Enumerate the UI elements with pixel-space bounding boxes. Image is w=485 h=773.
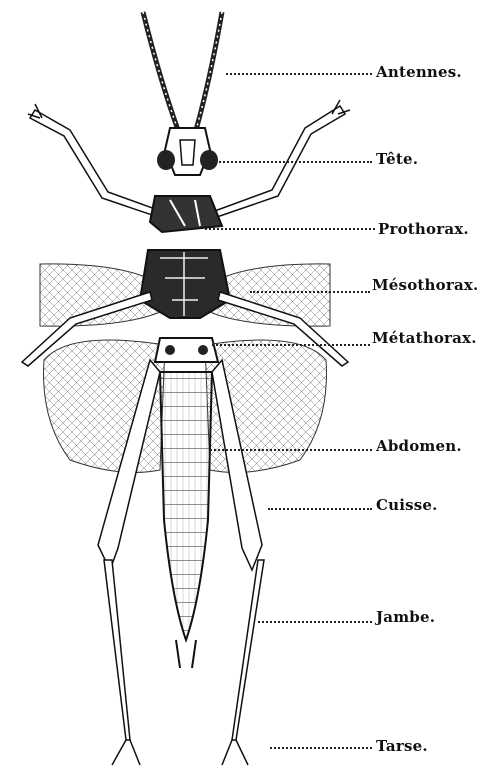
- label-metathorax: Métathorax.: [372, 329, 477, 347]
- leader-tete: [208, 161, 372, 163]
- label-mesothorax: Mésothorax.: [372, 276, 478, 294]
- label-prothorax: Prothorax.: [378, 220, 469, 238]
- head: [157, 128, 218, 175]
- leader-metathorax: [212, 344, 370, 346]
- metathorax: [155, 338, 218, 362]
- leader-cuisse: [268, 508, 372, 510]
- label-abdomen: Abdomen.: [376, 437, 462, 455]
- mesothorax: [140, 250, 230, 318]
- leader-antennes: [226, 73, 372, 75]
- antennae: [143, 12, 222, 130]
- leader-prothorax: [205, 228, 375, 230]
- leader-abdomen: [210, 449, 372, 451]
- label-tarse: Tarse.: [376, 737, 428, 755]
- label-cuisse: Cuisse.: [376, 496, 438, 514]
- label-tete: Tête.: [376, 150, 418, 168]
- abdomen: [160, 372, 212, 668]
- prothorax: [150, 196, 222, 232]
- leader-tarse: [270, 747, 372, 749]
- label-jambe: Jambe.: [376, 608, 435, 626]
- label-antennes: Antennes.: [376, 63, 462, 81]
- leader-jambe: [258, 621, 372, 623]
- leader-mesothorax: [250, 291, 370, 293]
